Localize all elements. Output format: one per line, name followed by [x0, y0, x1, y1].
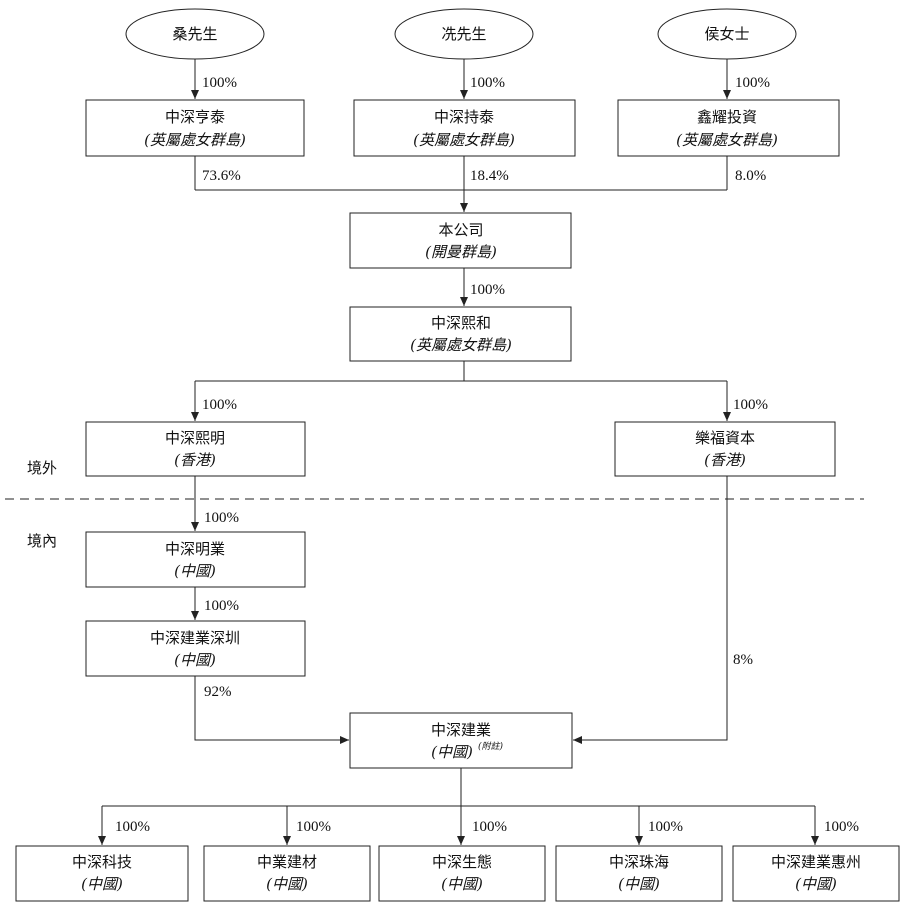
entity-place: (中國): [431, 743, 473, 761]
entity-place: (中國): [174, 651, 216, 669]
holding-label: 73.6%: [202, 168, 241, 184]
entity-place: (中國): [618, 875, 660, 893]
entity-zsht: 中深亨泰 (英屬處女群島): [85, 99, 305, 157]
holding-label: 100%: [202, 75, 237, 91]
entity-zsxh: 中深熙和 (英屬處女群島): [349, 306, 572, 362]
entity-name: 中深建業深圳: [150, 629, 240, 647]
holding-label: 8%: [733, 652, 753, 668]
entity-place: (中國): [81, 875, 123, 893]
holding-label: 100%: [824, 819, 859, 835]
holding-label: 8.0%: [735, 168, 766, 184]
entity-place: (開曼群島): [425, 243, 497, 261]
holding-label: 100%: [296, 819, 331, 835]
entity-name: 中深熙明: [165, 429, 225, 447]
holding-label: 18.4%: [470, 168, 509, 184]
entity-name: 樂福資本: [695, 429, 755, 447]
entity-zsmy: 中深明業 (中國): [85, 531, 306, 588]
entity-place: (英屬處女群島): [144, 131, 246, 149]
holding-labels: 100% 100% 100% 73.6% 18.4% 8.0% 100% 100…: [115, 75, 859, 835]
entity-zsjyhz: 中深建業惠州 (中國): [732, 845, 900, 902]
entity-zsst: 中深生態 (中國): [378, 845, 546, 902]
zone-label-onshore: 境內: [27, 532, 57, 550]
entity-zsct: 中深持泰 (英屬處女群島): [353, 99, 576, 157]
entity-company: 本公司 (開曼群島): [349, 212, 572, 269]
holding-label: 100%: [470, 282, 505, 298]
holding-label: 100%: [470, 75, 505, 91]
entity-name: 中深亨泰: [165, 108, 225, 126]
arrow-lfzb-zsjy: [573, 476, 728, 744]
connectors: [5, 59, 864, 845]
holding-label: 100%: [735, 75, 770, 91]
holding-label: 100%: [733, 397, 768, 413]
entity-name: 鑫耀投資: [697, 108, 757, 126]
entity-name: 中深熙和: [431, 314, 491, 332]
shareholder-name: 桑先生: [172, 25, 217, 43]
entity-zsjy: 中深建業 (中國) (附註): [349, 712, 573, 769]
entity-place: (英屬處女群島): [413, 131, 515, 149]
shareholder-sang: 桑先生: [125, 8, 265, 60]
entity-name: 本公司: [438, 221, 483, 239]
entity-zskj: 中深科技 (中國): [15, 845, 189, 902]
entity-zsxm: 中深熙明 (香港): [85, 421, 306, 477]
entity-zszh: 中深珠海 (中國): [555, 845, 723, 902]
shareholder-name: 冼先生: [441, 25, 486, 43]
entity-place: (中國): [441, 875, 483, 893]
holding-label: 100%: [204, 510, 239, 526]
entity-name: 中業建材: [257, 853, 317, 871]
shareholder-xian: 冼先生: [394, 8, 534, 60]
entity-place: (香港): [704, 451, 746, 469]
entity-xytz: 鑫耀投資 (英屬處女群島): [617, 99, 840, 157]
zone-label-offshore: 境外: [27, 459, 57, 477]
entity-place: (中國): [174, 562, 216, 580]
entity-place: (中國): [795, 875, 837, 893]
shareholder-name: 侯女士: [704, 25, 749, 43]
entity-name: 中深生態: [432, 853, 492, 871]
holding-label: 100%: [204, 598, 239, 614]
holding-label: 92%: [204, 684, 232, 700]
entity-name: 中深珠海: [609, 853, 669, 871]
entity-zyjc: 中業建材 (中國): [203, 845, 371, 902]
holding-label: 100%: [648, 819, 683, 835]
entity-place: (英屬處女群島): [676, 131, 778, 149]
entity-name: 中深明業: [165, 540, 225, 558]
entity-name: 中深科技: [72, 853, 132, 871]
entity-name: 中深持泰: [434, 108, 494, 126]
entity-note: (附註): [478, 741, 504, 752]
holding-label: 100%: [115, 819, 150, 835]
holding-label: 100%: [472, 819, 507, 835]
entity-zsjysz: 中深建業深圳 (中國): [85, 620, 306, 677]
entity-lfzb: 樂福資本 (香港): [614, 421, 836, 477]
shareholder-hou: 侯女士: [657, 8, 797, 60]
entity-name: 中深建業: [431, 721, 491, 739]
arrow-zsjysz-zsjy: [194, 676, 349, 744]
holding-label: 100%: [202, 397, 237, 413]
entity-place: (英屬處女群島): [410, 336, 512, 354]
entity-name: 中深建業惠州: [771, 853, 861, 871]
entity-place: (中國): [266, 875, 308, 893]
entity-place: (香港): [174, 451, 216, 469]
